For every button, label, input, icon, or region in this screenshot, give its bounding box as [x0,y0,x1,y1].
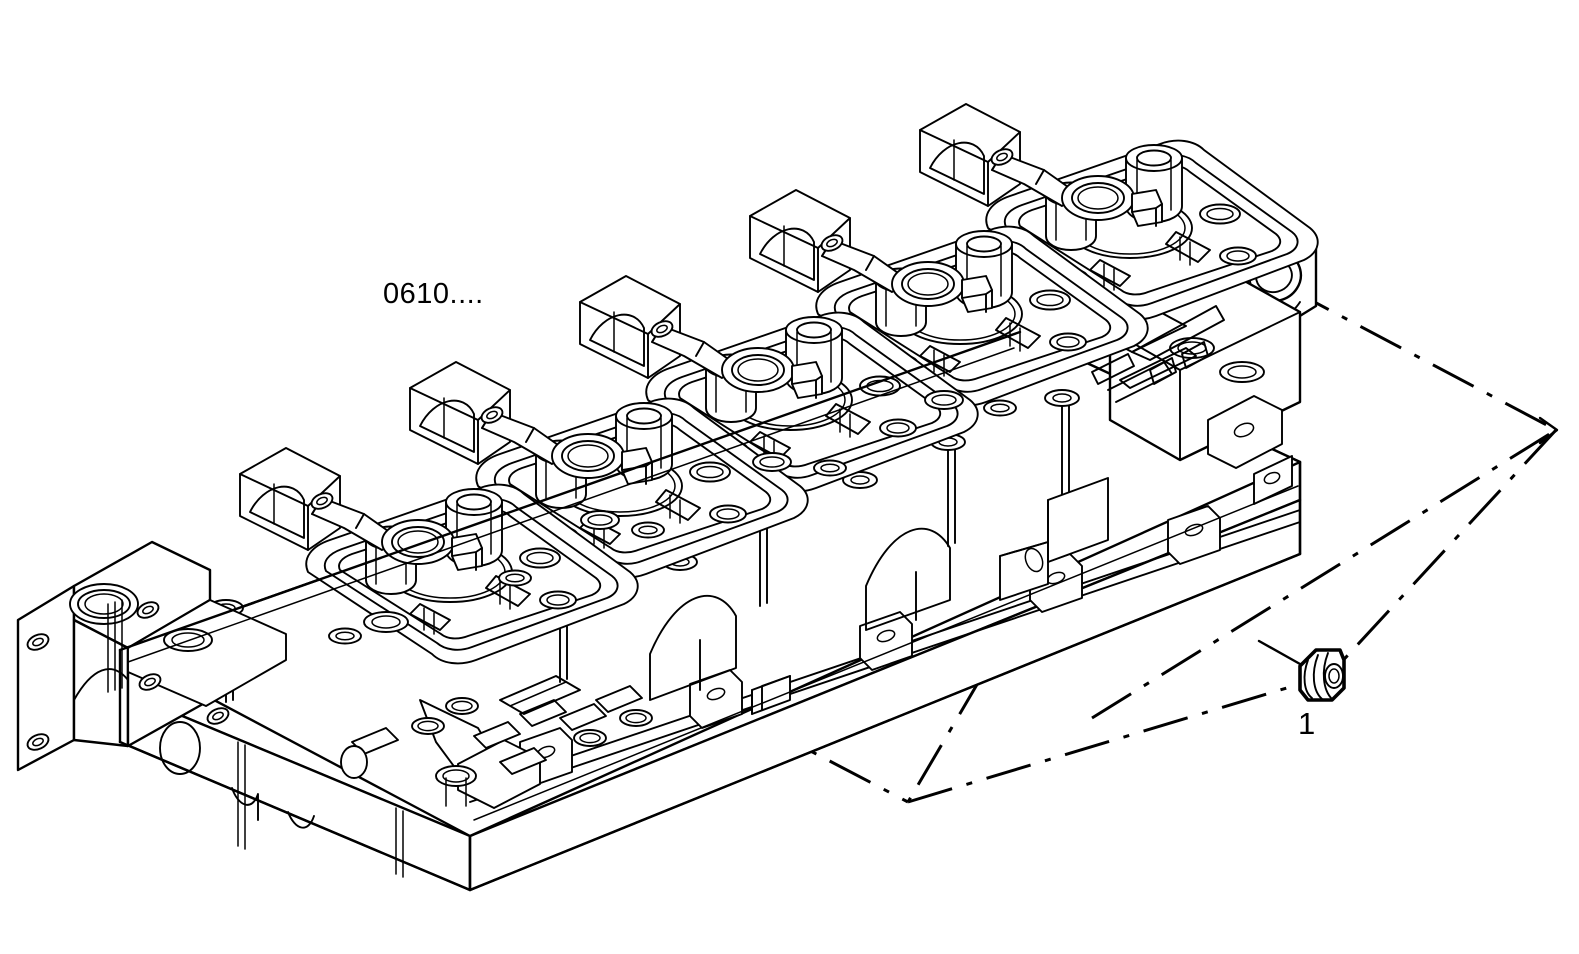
group-reference-label: 0610.... [383,278,484,310]
projection-lines [756,286,1559,804]
callout-label-1: 1 [1298,706,1316,741]
part-1-plug[interactable] [1257,639,1346,702]
cylinder-head-block [16,103,1319,892]
